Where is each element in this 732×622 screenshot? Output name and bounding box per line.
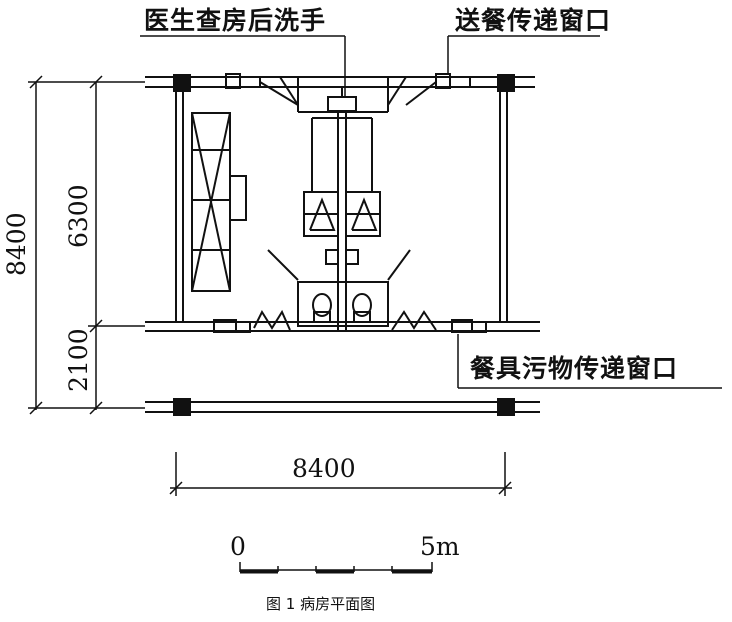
scale-end: 5m	[420, 532, 460, 561]
structural-columns	[173, 74, 515, 416]
door-swings	[253, 309, 437, 331]
top-window-left	[225, 73, 299, 106]
dim-total-height: 8400	[2, 212, 31, 276]
figure-caption: 图 1 病房平面图	[266, 595, 376, 613]
top-wall	[145, 76, 535, 88]
middle-window-right	[451, 319, 487, 333]
leader-lines	[140, 35, 722, 389]
middle-window-left	[213, 319, 251, 333]
left-partition	[175, 87, 184, 322]
dim-lower-height: 2100	[64, 328, 93, 392]
central-sanitary-block	[267, 76, 411, 330]
right-partition	[499, 87, 508, 322]
bottom-wall	[145, 401, 540, 413]
bed-furniture	[191, 112, 247, 292]
left-dimension-lines	[28, 75, 145, 415]
dirty-window-label: 餐具污物传递窗口	[470, 354, 679, 383]
dim-width: 8400	[292, 454, 356, 483]
meal-window-label: 送餐传递窗口	[455, 6, 612, 35]
dim-upper-height: 6300	[64, 184, 93, 248]
top-window-right	[405, 73, 471, 106]
doctor-handwash-label: 医生查房后洗手	[144, 6, 327, 35]
scale-bar	[239, 562, 433, 574]
scale-start: 0	[230, 532, 246, 561]
bottom-dimension-line	[169, 452, 512, 496]
